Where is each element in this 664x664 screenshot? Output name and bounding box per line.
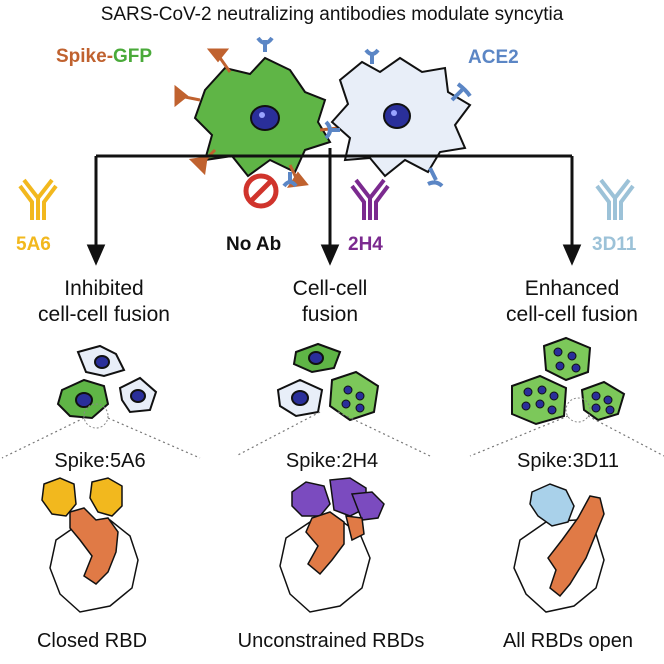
outcome-fusion: Cell-cell fusion [250,276,410,328]
no-antibody-label: No Ab [226,234,282,255]
outcome-enhanced-line1: Enhanced [524,277,620,300]
outcome-inhibited: Inhibited cell-cell fusion [14,276,194,328]
fusion-cells [276,342,380,422]
spike-3d11-structure [513,483,605,613]
antibody-5a6-label: 5A6 [16,234,51,255]
rbd-unconstrained-label: Unconstrained RBDs [237,630,425,652]
antibody-3d11-icon [595,178,635,220]
outcome-fusion-line1: Cell-cell [292,277,368,300]
gfp-text: GFP [113,46,153,67]
branch-arrows [86,148,582,266]
outcome-enhanced: Enhanced cell-cell fusion [480,276,664,328]
spike-5a6-structure [41,477,139,613]
complex-2h4-label: Spike:2H4 [285,450,379,472]
rbd-closed-label: Closed RBD [36,630,148,652]
spike-gfp-label: Spike-GFP [56,46,152,68]
antibody-2h4-label: 2H4 [348,234,383,255]
complex-5a6-label: Spike:5A6 [54,450,146,472]
outcome-enhanced-line2: cell-cell fusion [506,303,638,326]
spike-2h4-structure [279,477,385,613]
complex-3d11-label: Spike:3D11 [517,450,619,472]
rbd-open-label: All RBDs open [502,630,634,652]
figure-title: SARS-CoV-2 neutralizing antibodies modul… [100,4,564,25]
no-antibody-icon [243,173,279,209]
antibody-3d11-label: 3D11 [592,234,637,255]
ace2-label: ACE2 [468,47,519,68]
spike-gfp-cell [174,48,339,188]
enhanced-cells [511,336,626,426]
antibody-5a6-icon [18,178,58,220]
antibody-2h4-icon [350,178,390,220]
outcome-inhibited-line1: Inhibited [64,277,144,300]
outcome-fusion-line2: fusion [301,303,359,326]
spike-text: Spike- [56,46,114,67]
inhibited-cells [56,344,158,429]
ace2-cell [256,36,472,188]
zoom-lines [1,411,664,459]
outcome-inhibited-line2: cell-cell fusion [38,303,170,326]
